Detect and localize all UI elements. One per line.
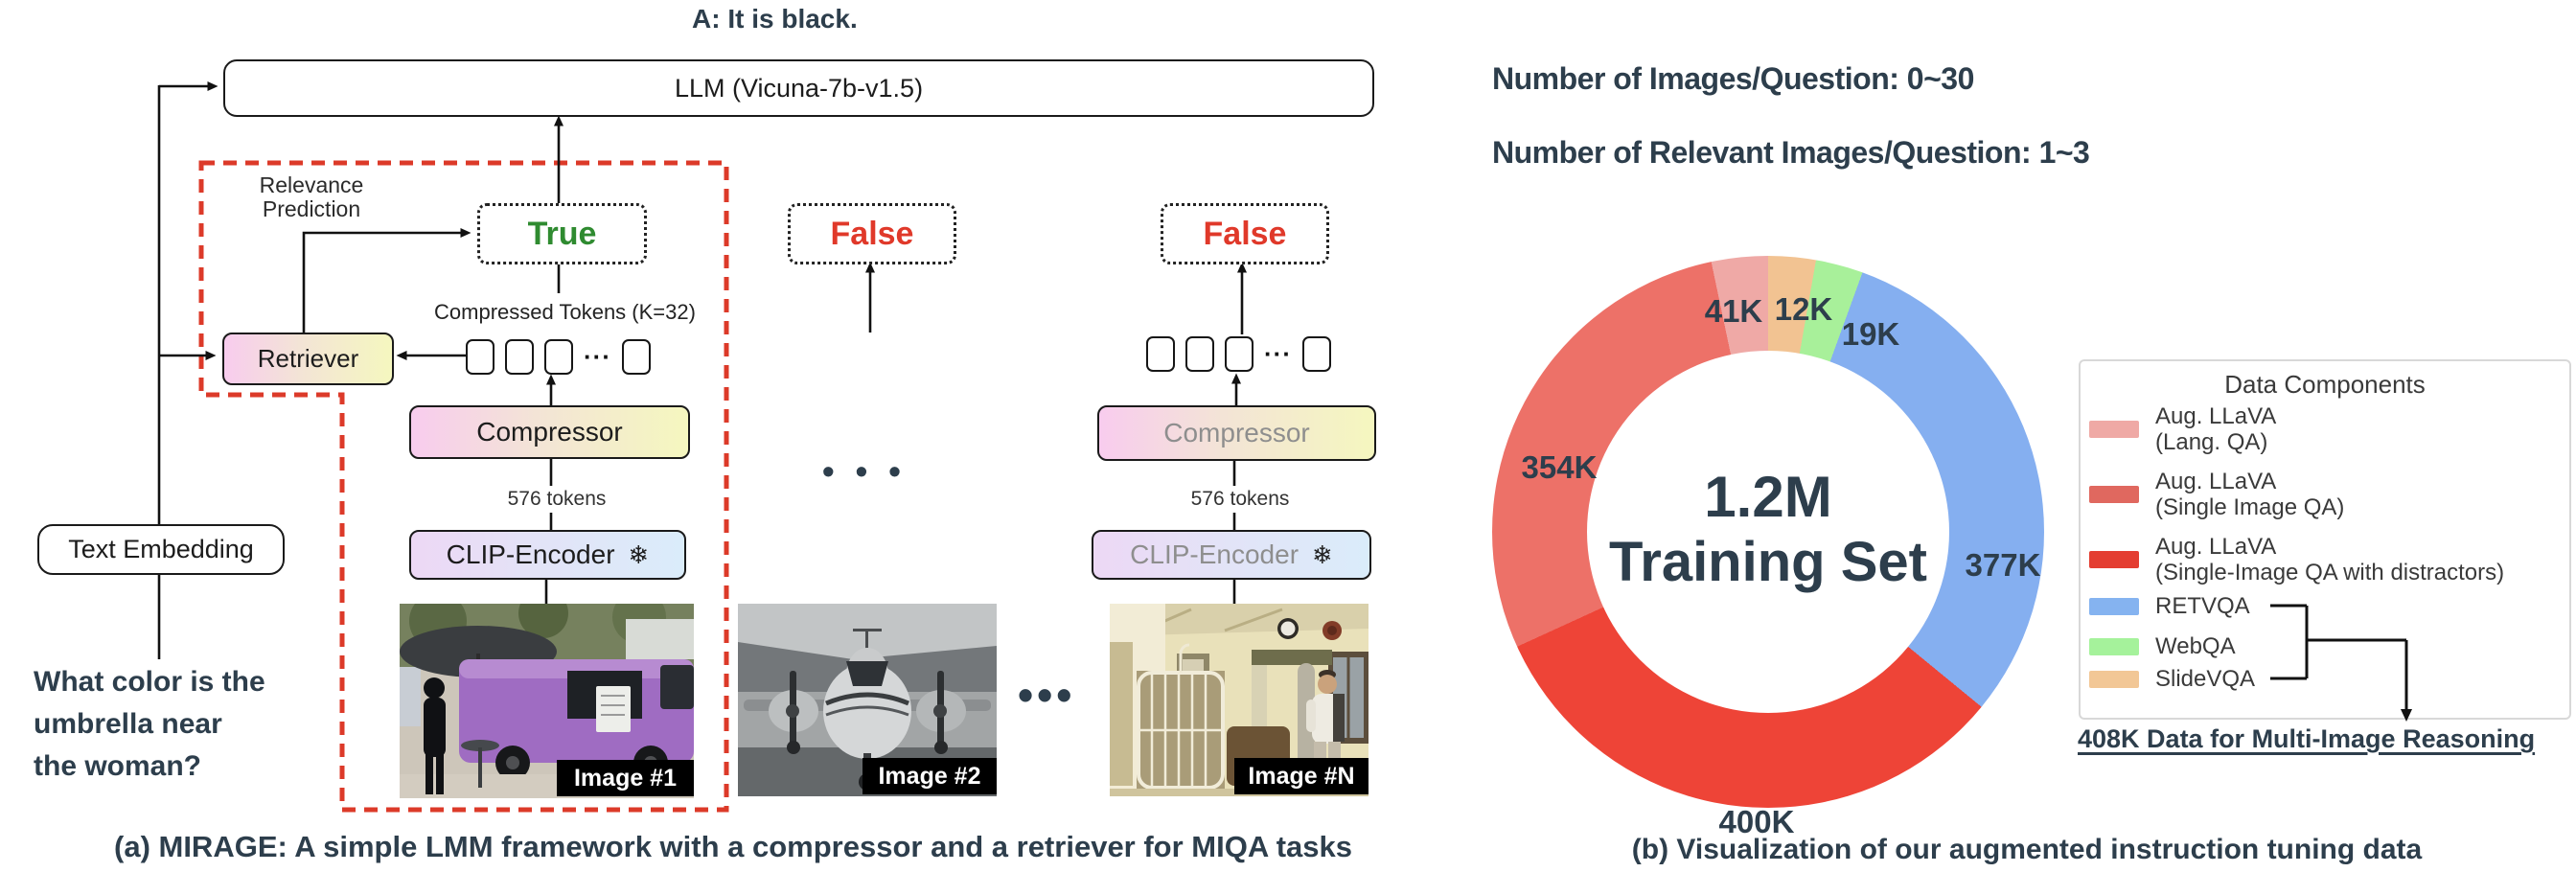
snowflake-icon: ❄ xyxy=(1312,539,1333,569)
legend-swatch-blue xyxy=(2089,597,2139,615)
image-2-label: Image #2 xyxy=(862,758,997,794)
token-square xyxy=(466,338,494,375)
image-2: Image #2 xyxy=(738,604,997,796)
images-per-question-text: Number of Images/Question: 0~30 xyxy=(1492,61,1974,96)
legend-swatch-pink xyxy=(2089,421,2139,438)
donut-center: 1.2M Training Set xyxy=(1587,351,1949,713)
column-ellipsis: • • • xyxy=(822,451,907,491)
image-n-label: Image #N xyxy=(1234,758,1368,794)
compressed-tokens-label: Compressed Tokens (K=32) xyxy=(434,300,696,324)
slice-label-distractors: 400K xyxy=(1718,804,1795,839)
token-square xyxy=(505,338,534,375)
llm-box: LLM (Vicuna-7b-v1.5) xyxy=(223,59,1374,117)
token-ellipsis: ··· xyxy=(1264,338,1292,368)
token-square xyxy=(1185,335,1214,372)
legend-swatch-green xyxy=(2089,637,2139,655)
legend-item-aug-llava-distractors: Aug. LLaVA(Single-Image QA with distract… xyxy=(2089,534,2504,585)
token-square xyxy=(1301,335,1331,372)
token-square xyxy=(544,338,573,375)
image-1: Image #1 xyxy=(400,604,694,798)
donut-center-total: 1.2M xyxy=(1704,465,1832,529)
donut-center-caption: Training Set xyxy=(1609,531,1927,593)
clip-encoder-box-n: CLIP-Encoder ❄ xyxy=(1092,530,1371,580)
legend-item-aug-llava-lang: Aug. LLaVA(Lang. QA) xyxy=(2089,403,2276,455)
tokens-576-label-n: 576 tokens xyxy=(1167,486,1313,513)
snowflake-icon: ❄ xyxy=(628,539,650,569)
legend-swatch-tan xyxy=(2089,670,2139,688)
legend-item-webqa: WebQA xyxy=(2089,633,2236,659)
multi-image-reasoning-annotation: 408K Data for Multi-Image Reasoning xyxy=(2078,724,2536,753)
false-box-2: False xyxy=(788,203,956,264)
true-box: True xyxy=(477,203,647,264)
slice-label-lang-qa: 41K xyxy=(1704,293,1763,329)
image-ellipsis: ••• xyxy=(1018,670,1076,720)
text-embedding-box: Text Embedding xyxy=(37,524,285,575)
slice-label-webqa: 19K xyxy=(1841,316,1900,352)
slice-label-retvqa: 377K xyxy=(1965,547,2041,583)
llm-label: LLM (Vicuna-7b-v1.5) xyxy=(674,73,924,103)
token-ellipsis: ··· xyxy=(584,341,611,371)
caption-a: (a) MIRAGE: A simple LMM framework with … xyxy=(114,830,1352,863)
false-box-n: False xyxy=(1161,203,1329,264)
legend-item-aug-llava-single: Aug. LLaVA(Single Image QA) xyxy=(2089,469,2344,520)
relevant-images-per-question-text: Number of Relevant Images/Question: 1~3 xyxy=(1492,135,2090,170)
token-square xyxy=(1225,335,1254,372)
caption-b: (b) Visualization of our augmented instr… xyxy=(1631,834,2423,865)
relevance-prediction-label: Relevance Prediction xyxy=(259,172,364,221)
tokens-576-label-1: 576 tokens xyxy=(484,486,630,513)
token-row-n: ··· xyxy=(1146,335,1331,372)
legend-box: Data Components xyxy=(2079,359,2571,720)
image-n: Image #N xyxy=(1110,604,1368,796)
legend-title: Data Components xyxy=(2224,370,2426,399)
compressor-box-1: Compressor xyxy=(409,405,690,459)
training-set-donut-chart: 1.2M Training Set xyxy=(1492,256,2044,808)
question-text: What color is the umbrella near the woma… xyxy=(34,666,265,782)
image-1-label: Image #1 xyxy=(557,760,694,796)
token-row-1: ··· xyxy=(466,338,651,375)
slice-label-slidevqa: 12K xyxy=(1774,291,1833,327)
token-square xyxy=(1146,335,1175,372)
answer-text: A: It is black. xyxy=(692,4,858,34)
legend-swatch-salmon xyxy=(2089,486,2139,503)
legend-swatch-red xyxy=(2089,551,2139,568)
legend-item-retvqa: RETVQA xyxy=(2089,593,2250,619)
retriever-box: Retriever xyxy=(222,333,394,385)
compressor-box-n: Compressor xyxy=(1097,405,1376,461)
image-1-photo xyxy=(400,604,694,798)
clip-encoder-box-1: CLIP-Encoder ❄ xyxy=(409,530,686,580)
token-square xyxy=(621,338,651,375)
slice-label-single-image: 354K xyxy=(1521,449,1598,485)
legend-item-slidevqa: SlideVQA xyxy=(2089,666,2255,692)
